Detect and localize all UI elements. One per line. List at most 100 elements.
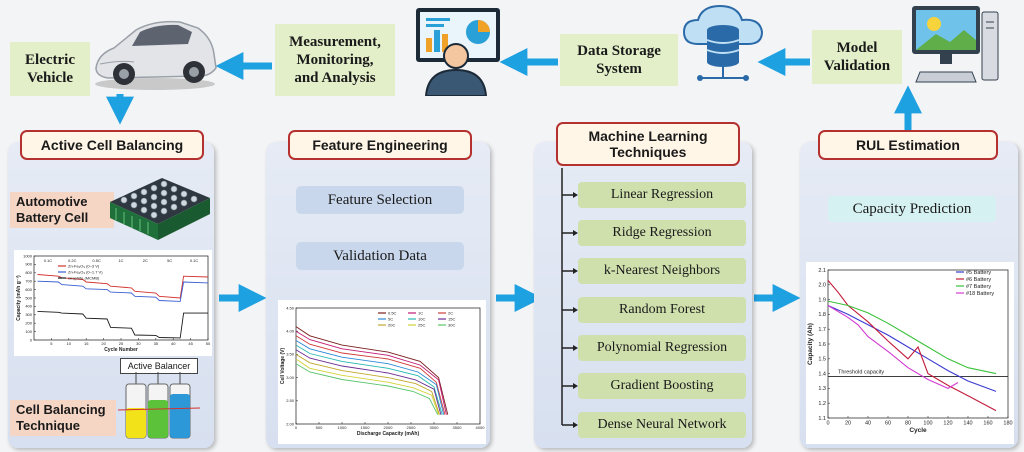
model-validation-label: Model Validation [823,40,891,74]
x-tick-label: 0 [826,421,829,427]
y-tick-label: 3.50 [286,352,295,357]
measurement-label: Measurement, Monitoring, and Analysis [289,34,381,86]
rate-label: 0.5C [92,258,101,263]
legend-label: 1C [418,310,423,315]
y-tick-label: 900 [25,262,32,267]
active-cell-header: Active Cell Balancing [20,130,204,160]
x-tick-label: 180 [1003,421,1012,427]
x-tick-label: 30 [136,341,141,346]
computer-icon [912,6,999,83]
active-balancer-box: Active Balancer [120,358,198,374]
rate-label: 0.1C [190,258,199,263]
y-tick-label: 300 [25,312,32,317]
y-tick-label: 1.5 [818,357,826,363]
y-tick-label: 800 [25,270,32,275]
x-axis-label: Discharge Capacity (mAh) [357,431,420,437]
x-tick-label: 2500 [407,425,417,430]
feature-selection-item: Feature Selection [296,186,464,214]
x-tick-label: 10 [67,341,72,346]
cell-balancing-technique-label: Cell Balancing Technique [10,400,116,436]
x-axis-label: Cycle [909,427,927,434]
x-tick-label: 50 [206,341,211,346]
x-tick-label: 60 [885,421,891,427]
y-tick-label: 1.6 [818,342,826,348]
y-tick-label: 600 [25,287,32,292]
series-line [295,358,440,415]
series-line [295,335,446,415]
series-line [295,326,449,415]
series-line [295,344,443,415]
legend-label: #7 Battery [966,284,991,290]
ml-item-knn: k-Nearest Neighbors [578,258,746,284]
rate-chart-frame [14,250,212,356]
series-line [827,300,997,375]
legend-label: #6 Battery [966,277,991,283]
x-tick-label: 45 [188,341,193,346]
y-tick-label: 0 [30,337,33,342]
ml-connector-lines [561,168,578,428]
y-axis-label: Capacity (Ah) [807,323,814,365]
x-tick-label: 500 [316,425,323,430]
x-tick-label: 3000 [430,425,440,430]
model-validation-box: Model Validation [812,30,902,84]
legend-label: 30C [448,322,455,327]
x-tick-label: 80 [905,421,911,427]
y-tick-label: 1.8 [818,312,826,318]
x-tick-label: 40 [865,421,871,427]
automotive-battery-label: Automotive Battery Cell [10,192,114,228]
y-tick-label: 1.9 [818,297,826,303]
series-line [295,354,440,415]
capacity-chart-frame [806,262,1014,444]
x-tick-label: 1000 [338,425,348,430]
legend-label: Zn-Fe₂O₃ (0–1.7 V) [68,269,103,274]
ml-item-polynomial-regression: Polynomial Regression [578,335,746,361]
y-tick-label: 500 [25,295,32,300]
x-tick-label: 3500 [453,425,463,430]
x-tick-label: 100 [923,421,932,427]
series-line [827,304,997,392]
data-storage-box: Data Storage System [560,34,678,86]
battery-pack-image [110,178,210,240]
y-tick-label: 1000 [23,253,33,258]
series-line [37,280,209,302]
y-tick-label: 4.00 [286,329,295,334]
x-tick-label: 25 [119,341,124,346]
validation-data-item: Validation Data [296,242,464,270]
y-tick-label: 2.1 [818,268,826,274]
legend-label: 5C [388,316,393,321]
rate-label: 2C [143,258,148,263]
legend-label: Zn-Fe₂O₃ (0–3 V) [68,263,100,268]
analyst-monitor-icon [416,8,500,96]
electric-vehicle-label: Electric Vehicle [25,52,75,86]
series-line [37,310,208,339]
x-tick-label: 20 [845,421,851,427]
feature-engineering-header: Feature Engineering [288,130,472,160]
ml-item-gradient-boosting: Gradient Boosting [578,373,746,399]
y-tick-label: 1.4 [818,371,826,377]
x-tick-label: 160 [983,421,992,427]
y-tick-label: 4.50 [286,305,295,310]
rul-header: RUL Estimation [818,130,998,160]
x-tick-label: 120 [943,421,952,427]
y-tick-label: 1.3 [818,386,826,392]
x-axis-label: Cycle Number [104,347,138,353]
ml-item-dense-neural-network: Dense Neural Network [578,412,746,438]
y-tick-label: 400 [25,304,32,309]
series-line [295,340,445,415]
balancer-cells-image [118,372,200,439]
y-tick-label: 1.1 [818,416,826,422]
legend-label: 25C [418,322,425,327]
x-tick-label: 15 [84,341,89,346]
car-icon [95,20,217,90]
series-line [827,280,997,412]
x-tick-label: 5 [50,341,53,346]
y-tick-label: 1.7 [818,327,826,333]
measurement-box: Measurement, Monitoring, and Analysis [275,24,395,96]
legend-label: 15C [448,316,455,321]
y-tick-label: 2.00 [286,421,295,426]
ml-item-ridge-regression: Ridge Regression [578,220,746,246]
